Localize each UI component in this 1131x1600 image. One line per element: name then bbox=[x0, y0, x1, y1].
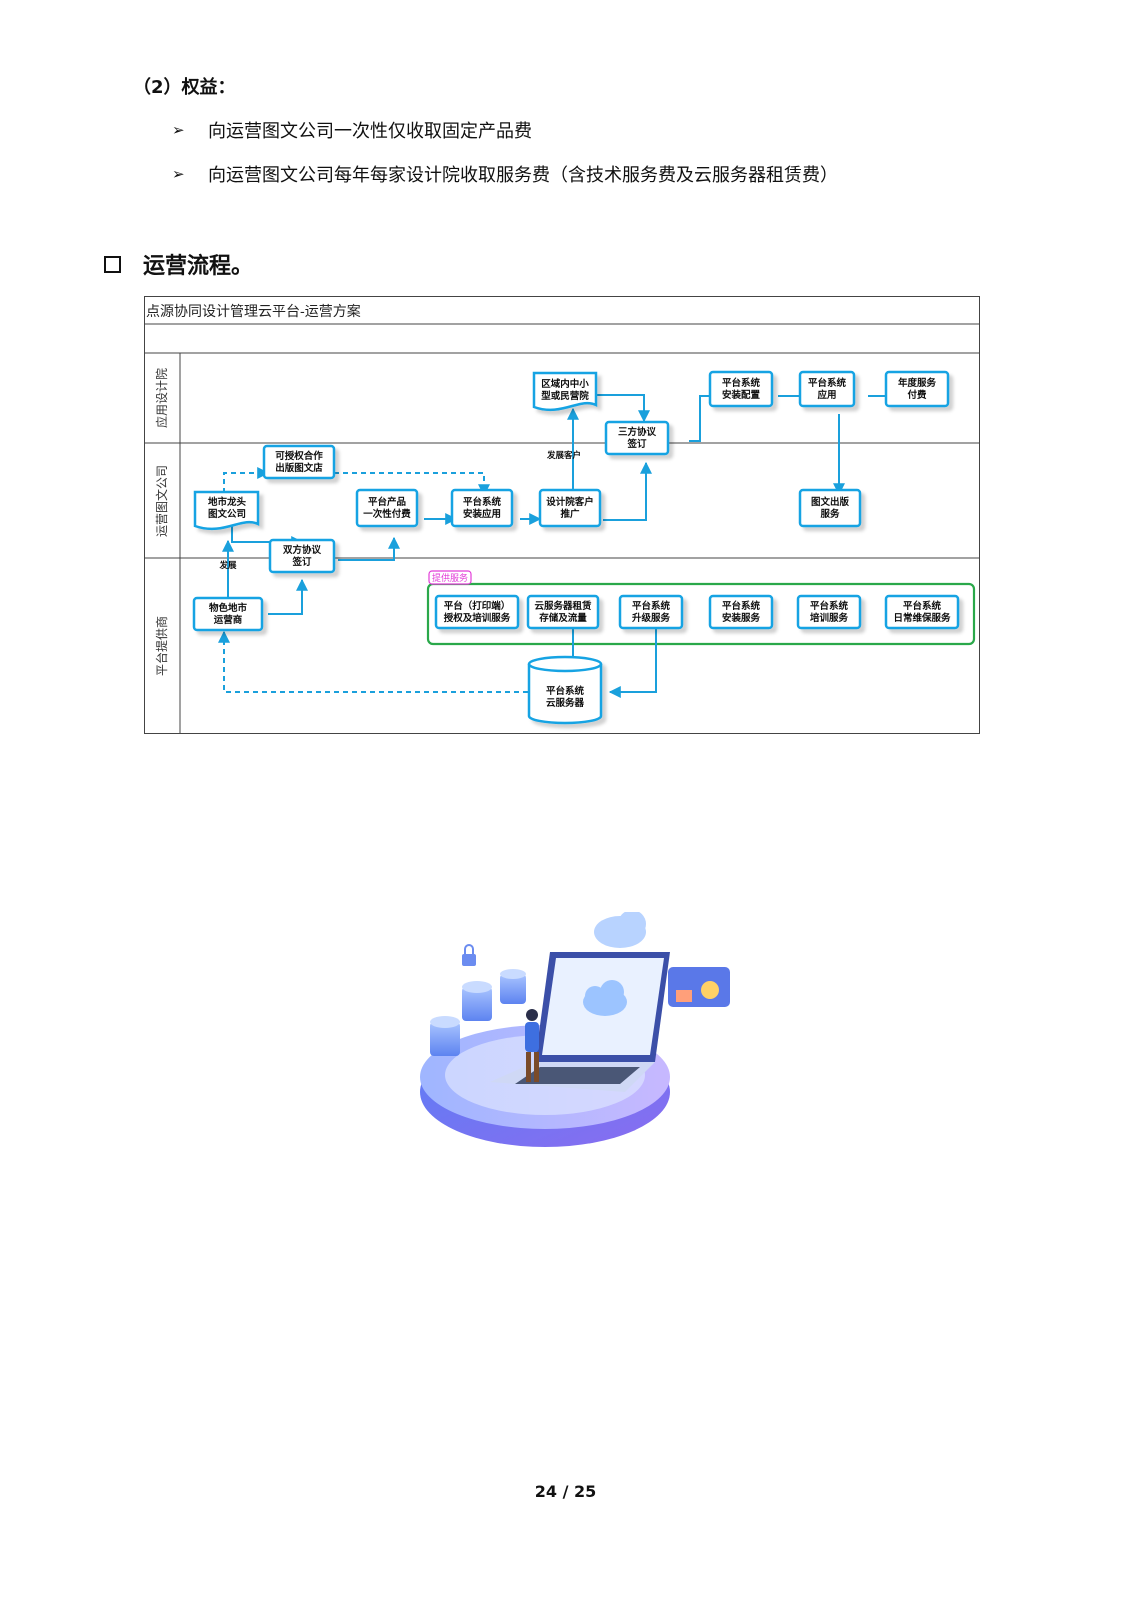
node-operator: 物色地市运营商 bbox=[192, 596, 264, 632]
diagram-title: 点源协同设计管理云平台-运营方案 bbox=[146, 303, 361, 320]
provide-services-label: 提供服务 bbox=[432, 572, 468, 584]
rights-item: ➢ 向运营图文公司一次性仅收取固定产品费 bbox=[172, 117, 532, 143]
rights-item-text: 向运营图文公司每年每家设计院收取服务费（含技术服务费及云服务器租赁费） bbox=[208, 165, 838, 186]
cloud-platform-illustration bbox=[420, 910, 760, 1157]
node-regional: 区域内中小型或民营院 bbox=[532, 371, 598, 412]
svg-text:区域内中小型或民营院: 区域内中小型或民营院 bbox=[541, 378, 589, 402]
bullet-arrow-icon: ➢ bbox=[172, 121, 185, 139]
svg-text:平台系统安装配置: 平台系统安装配置 bbox=[722, 377, 761, 401]
chat-icon bbox=[668, 967, 730, 1007]
svg-text:可授权合作出版图文店: 可授权合作出版图文店 bbox=[275, 450, 323, 474]
rights-item: ➢ 向运营图文公司每年每家设计院收取服务费（含技术服务费及云服务器租赁费） bbox=[172, 161, 838, 187]
svg-text:平台系统升级服务: 平台系统升级服务 bbox=[632, 600, 671, 624]
svg-text:地市龙头图文公司: 地市龙头图文公司 bbox=[208, 496, 247, 520]
person-icon bbox=[525, 1009, 539, 1082]
svg-text:云服务器租赁存储及流量: 云服务器租赁存储及流量 bbox=[534, 600, 592, 624]
node-svc-cloud: 云服务器租赁存储及流量 bbox=[526, 594, 600, 630]
dashed-arrows bbox=[218, 467, 528, 693]
svg-text:年度服务付费: 年度服务付费 bbox=[898, 377, 937, 401]
svg-text:平台产品一次性付费: 平台产品一次性付费 bbox=[363, 496, 411, 520]
svg-text:平台系统云服务器: 平台系统云服务器 bbox=[546, 685, 585, 709]
node-install-app: 平台系统安装应用 bbox=[450, 488, 514, 528]
node-one-time: 平台产品一次性付费 bbox=[355, 488, 419, 528]
node-svc-maint: 平台系统日常维保服务 bbox=[884, 594, 960, 630]
cloud-upload-icon bbox=[583, 980, 627, 1016]
svg-text:平台系统安装应用: 平台系统安装应用 bbox=[463, 496, 502, 520]
node-install-config: 平台系统安装配置 bbox=[708, 370, 774, 408]
node-annual-fee: 年度服务付费 bbox=[884, 370, 950, 408]
edge-label: 发展客户 bbox=[546, 450, 581, 461]
node-svc-install: 平台系统安装服务 bbox=[708, 594, 774, 630]
svg-text:图文出版服务: 图文出版服务 bbox=[811, 496, 850, 520]
svg-text:双方协议签订: 双方协议签订 bbox=[282, 544, 322, 568]
svg-text:平台系统培训服务: 平台系统培训服务 bbox=[810, 600, 849, 624]
svg-text:设计院客户推广: 设计院客户推广 bbox=[546, 496, 594, 520]
node-leader: 地市龙头图文公司 bbox=[193, 490, 260, 531]
edge-label: 发展 bbox=[218, 560, 237, 571]
svg-text:平台（打印端）授权及培训服务: 平台（打印端）授权及培训服务 bbox=[444, 600, 511, 624]
provide-services-tag bbox=[428, 570, 472, 585]
node-svc-print: 平台（打印端）授权及培训服务 bbox=[434, 594, 520, 630]
node-svc-train: 平台系统培训服务 bbox=[796, 594, 862, 630]
svg-text:三方协议签订: 三方协议签订 bbox=[618, 426, 657, 450]
node-promote: 设计院客户推广 bbox=[538, 488, 602, 528]
flow-diagram: 点源协同设计管理云平台-运营方案 应用设计院 运营图文公司 平台提供商 提供服务… bbox=[144, 296, 980, 734]
svg-text:物色地市运营商: 物色地市运营商 bbox=[209, 602, 248, 626]
cloud-icon bbox=[594, 910, 646, 948]
svg-text:平台系统应用: 平台系统应用 bbox=[808, 377, 847, 401]
section-heading: 运营流程。 bbox=[104, 248, 253, 280]
svg-text:平台系统日常维保服务: 平台系统日常维保服务 bbox=[893, 600, 951, 624]
node-app: 平台系统应用 bbox=[798, 370, 856, 408]
service-group bbox=[426, 582, 976, 646]
lane-label: 应用设计院 bbox=[154, 368, 169, 428]
node-publish: 图文出版服务 bbox=[798, 488, 862, 528]
rights-item-text: 向运营图文公司一次性仅收取固定产品费 bbox=[208, 121, 532, 142]
node-cloud-server: 平台系统云服务器 bbox=[527, 655, 603, 725]
lane-label: 平台提供商 bbox=[154, 616, 169, 676]
svg-text:平台系统安装服务: 平台系统安装服务 bbox=[722, 600, 761, 624]
node-bilateral: 双方协议签订 bbox=[268, 538, 336, 574]
bullet-arrow-icon: ➢ bbox=[172, 165, 185, 183]
page-number: 24 / 25 bbox=[534, 1482, 597, 1501]
database-icon bbox=[430, 969, 526, 1056]
rights-heading: （2）权益： bbox=[133, 77, 236, 98]
lock-icon bbox=[462, 944, 476, 966]
section-title: 运营流程。 bbox=[143, 254, 254, 279]
node-svc-upgrade: 平台系统升级服务 bbox=[618, 594, 684, 630]
lane-label: 运营图文公司 bbox=[154, 465, 169, 537]
node-tripartite: 三方协议签订 bbox=[604, 420, 670, 456]
checkbox-bullet-icon bbox=[104, 255, 121, 273]
node-authorized: 可授权合作出版图文店 bbox=[262, 444, 336, 480]
